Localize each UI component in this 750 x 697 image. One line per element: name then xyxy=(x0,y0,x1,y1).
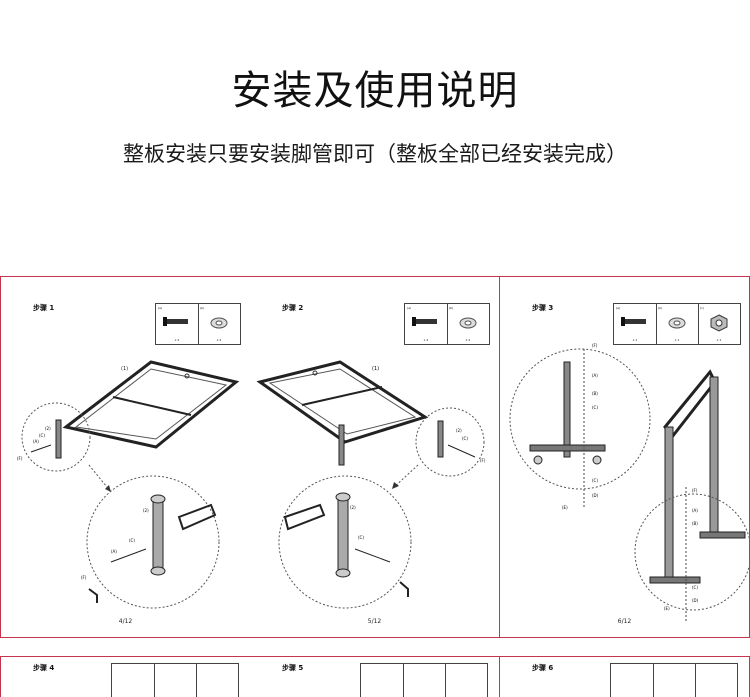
parts-list xyxy=(610,663,738,697)
part-code: (b) xyxy=(658,306,663,310)
part-qty: x 1 xyxy=(674,338,680,342)
svg-text:(E): (E) xyxy=(562,505,568,510)
part-code: (b) xyxy=(449,306,454,310)
svg-text:(B): (B) xyxy=(592,391,598,396)
step-5-panel: 步骤 5 xyxy=(250,656,500,697)
part-washer: (b) x 2 xyxy=(198,304,240,344)
part-screw: (a) x 2 xyxy=(156,304,199,344)
page-number: 6/12 xyxy=(617,618,632,625)
nut-icon xyxy=(710,314,728,332)
parts-list: (a) x 2 (b) x 2 xyxy=(155,303,241,345)
screw-icon xyxy=(163,317,188,326)
svg-text:(C): (C) xyxy=(592,478,598,483)
svg-text:(1): (1) xyxy=(372,366,379,372)
parts-list xyxy=(360,663,488,697)
part-cell xyxy=(611,664,654,697)
part-qty: x 2 xyxy=(174,338,180,342)
part-code: (b) xyxy=(200,306,205,310)
screw-icon xyxy=(621,317,646,326)
page-title: 安装及使用说明 xyxy=(231,68,519,114)
part-code: (a) xyxy=(616,306,621,310)
svg-text:(B): (B) xyxy=(692,521,698,526)
step-3-panel: 步骤 3 (a) x 1 (b) x 1 (c) x 1 (F) (A) (B)… xyxy=(500,276,750,638)
svg-text:(1): (1) xyxy=(121,366,128,372)
svg-text:(F): (F) xyxy=(480,458,486,463)
svg-text:(C): (C) xyxy=(462,436,468,441)
part-qty: x 1 xyxy=(716,338,722,342)
svg-text:(C): (C) xyxy=(692,585,698,590)
svg-text:(2): (2) xyxy=(143,508,149,513)
part-screw: (a) x 1 xyxy=(614,304,657,344)
step-1-illustration: (1) (F) (A) (C) (2) (F) (A) (C) (2) xyxy=(17,360,240,609)
svg-text:(C): (C) xyxy=(592,405,598,410)
step-2-illustration: (1) (F) (C) (2) (C) (2) xyxy=(256,360,486,609)
step-label: 步骤 3 xyxy=(532,304,554,312)
step-6-panel: 步骤 6 xyxy=(500,656,750,697)
part-cell xyxy=(361,664,404,697)
step-2-panel: 步骤 2 (a) x 2 (b) x 2 (1) (F) (C) (2) xyxy=(250,276,500,638)
part-qty: x 2 xyxy=(216,338,222,342)
step-label: 步骤 1 xyxy=(33,304,55,312)
part-screw: (a) x 2 xyxy=(405,304,448,344)
parts-list xyxy=(111,663,239,697)
svg-text:(2): (2) xyxy=(456,428,462,433)
parts-list: (a) x 2 (b) x 2 xyxy=(404,303,490,345)
washer-icon xyxy=(210,317,228,329)
svg-text:(D): (D) xyxy=(592,493,599,498)
svg-text:(C): (C) xyxy=(39,433,45,438)
svg-text:(A): (A) xyxy=(33,439,39,444)
part-qty: x 1 xyxy=(632,338,638,342)
washer-icon xyxy=(668,317,686,329)
svg-text:(A): (A) xyxy=(111,549,117,554)
part-code: (c) xyxy=(700,306,704,310)
part-code: (a) xyxy=(158,306,163,310)
step-label: 步骤 4 xyxy=(33,664,55,672)
part-cell xyxy=(154,664,197,697)
svg-text:(A): (A) xyxy=(692,508,698,513)
step-label: 步骤 2 xyxy=(282,304,304,312)
part-cell xyxy=(112,664,155,697)
parts-list: (a) x 1 (b) x 1 (c) x 1 xyxy=(613,303,741,345)
page-subtitle: 整板安装只要安装脚管即可（整板全部已经安装完成） xyxy=(123,142,627,166)
part-cell xyxy=(653,664,696,697)
part-cell xyxy=(196,664,238,697)
part-qty: x 2 xyxy=(465,338,471,342)
svg-text:(E): (E) xyxy=(664,606,670,611)
step-label: 步骤 5 xyxy=(282,664,304,672)
screw-icon xyxy=(412,317,437,326)
part-washer: (b) x 2 xyxy=(447,304,489,344)
part-nut: (c) x 1 xyxy=(698,304,740,344)
step-3-illustration: (F) (A) (B) (C) (C) (D) (E) (F) (A) (B) … xyxy=(509,343,749,622)
page-number: 4/12 xyxy=(118,618,133,625)
svg-text:(F): (F) xyxy=(592,343,598,348)
svg-text:(2): (2) xyxy=(350,505,356,510)
part-washer: (b) x 1 xyxy=(656,304,699,344)
svg-text:(2): (2) xyxy=(45,426,51,431)
svg-text:(F): (F) xyxy=(692,488,698,493)
step-1-panel: 步骤 1 (a) x 2 (b) x 2 (1) (F) (A) (C) (2) xyxy=(0,276,251,638)
part-cell xyxy=(403,664,446,697)
svg-text:(C): (C) xyxy=(358,535,364,540)
page-number: 5/12 xyxy=(367,618,382,625)
part-cell xyxy=(445,664,487,697)
svg-text:(F): (F) xyxy=(17,456,23,461)
part-qty: x 2 xyxy=(423,338,429,342)
svg-text:(D): (D) xyxy=(692,598,699,603)
part-code: (a) xyxy=(407,306,412,310)
step-4-panel: 步骤 4 xyxy=(0,656,251,697)
svg-text:(F): (F) xyxy=(81,575,87,580)
part-cell xyxy=(695,664,737,697)
svg-text:(A): (A) xyxy=(592,373,598,378)
washer-icon xyxy=(459,317,477,329)
step-label: 步骤 6 xyxy=(532,664,554,672)
svg-text:(C): (C) xyxy=(129,538,135,543)
